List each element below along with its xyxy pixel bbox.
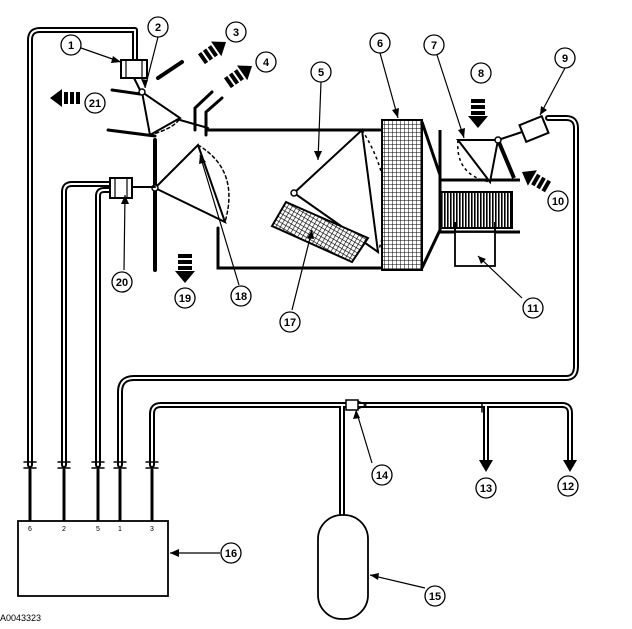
callout-arrowheads — [111, 56, 547, 580]
callout-number: 5 — [318, 67, 324, 79]
blend-door — [290, 127, 387, 255]
callout-circles — [60, 16, 579, 607]
distribution-housing — [106, 60, 382, 272]
callout-number: 9 — [562, 53, 568, 65]
callout-number: 6 — [377, 38, 383, 50]
blower-assembly — [438, 130, 523, 267]
module-port-label: 5 — [96, 526, 100, 533]
callout-numbers: 1 2 3 4 5 6 7 8 9 10 11 12 13 14 15 16 1… — [68, 22, 574, 603]
vacuum-actuator-20 — [109, 177, 133, 199]
vacuum-hoses — [23, 27, 579, 522]
callout-number: 15 — [429, 591, 441, 603]
callout-number: 19 — [179, 293, 191, 305]
callout-number: 21 — [89, 98, 101, 110]
callout-number: 1 — [68, 40, 74, 52]
module-port-label: 1 — [118, 526, 122, 533]
check-valve — [345, 399, 368, 411]
callout-number: 3 — [233, 27, 239, 39]
callout-leaders — [80, 36, 566, 589]
module-port-label: 3 — [150, 526, 154, 533]
module-port-label: 6 — [28, 526, 32, 533]
control-module: 6 2 5 1 3 — [17, 520, 169, 597]
figure-id: A0043323 — [0, 613, 42, 623]
callout-number: 11 — [527, 303, 539, 315]
vacuum-actuator-9 — [518, 114, 550, 144]
callout-number: 13 — [480, 483, 492, 495]
callout-number: 4 — [263, 57, 270, 69]
evaporator-core — [381, 119, 442, 271]
callout-number: 10 — [552, 196, 564, 208]
vacuum-reservoir — [317, 514, 369, 620]
callout-number: 8 — [478, 68, 484, 80]
vacuum-actuator-1 — [120, 59, 148, 91]
module-port-label: 2 — [62, 526, 66, 533]
callout-number: 14 — [376, 470, 389, 482]
callout-number: 20 — [116, 277, 128, 289]
callout-number: 7 — [431, 40, 437, 52]
callout-number: 18 — [235, 291, 247, 303]
heater-core — [270, 200, 370, 264]
callout-number: 2 — [155, 22, 161, 34]
callout-number: 12 — [562, 481, 574, 493]
airflow-arrows — [50, 41, 551, 283]
callout-number: 17 — [284, 317, 296, 329]
callout-number: 16 — [225, 548, 237, 560]
